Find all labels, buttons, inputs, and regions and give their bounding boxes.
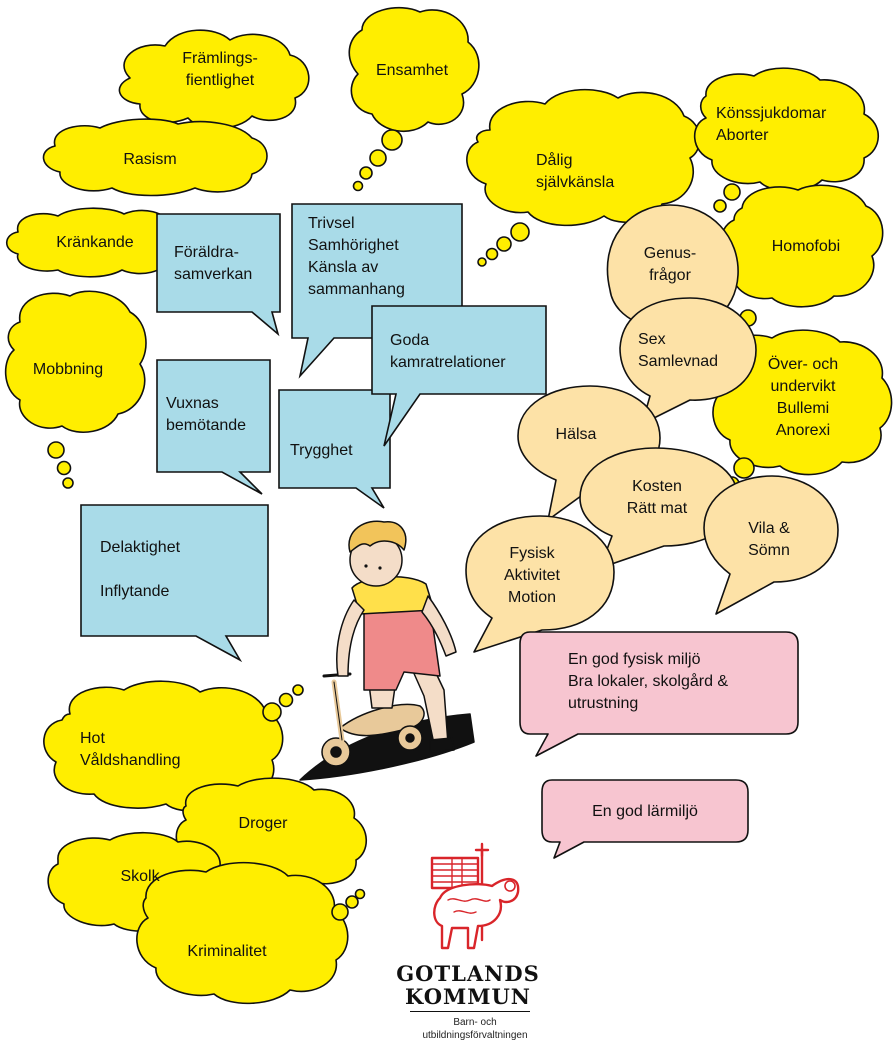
risk-mobbning: Mobbning [32, 361, 104, 378]
child-on-scooter-illustration [299, 520, 475, 781]
risk-cloud-shapes [4, 6, 893, 1005]
school-goda-kamratrelationer: Goda kamratrelationer [390, 332, 506, 371]
health-vila: Vila & Sömn [748, 520, 790, 559]
box-fysisk-miljo [519, 631, 799, 757]
risk-hot: Hot Våldshandling [80, 730, 181, 769]
box-delaktighet [80, 504, 269, 663]
cloud-kriminalitet [136, 861, 349, 1005]
cloud-rasism [42, 118, 268, 197]
health-fysisk: Fysisk Aktivitet Motion [503, 545, 560, 606]
health-sex-samlevnad: Sex Samlevnad [638, 331, 719, 370]
risk-homofobi: Homofobi [771, 238, 841, 255]
environment-box-shapes [519, 631, 799, 859]
bubble-sex-samlevnad [619, 297, 757, 425]
cloud-mobbning [4, 290, 147, 434]
risk-dalig-sjalvkansla: Dålig självkänsla [536, 152, 615, 191]
cloud-konssjukdomar [693, 67, 879, 192]
box-trygghet [278, 389, 391, 509]
risk-skolk: Skolk [120, 868, 160, 885]
bubble-fysisk [465, 515, 615, 653]
health-halsa: Hälsa [555, 426, 597, 443]
risk-kriminalitet: Kriminalitet [187, 943, 267, 960]
school-box-shapes [80, 203, 547, 663]
box-larmiljo [541, 779, 749, 859]
health-genusfragor: Genus- frågor [643, 245, 697, 284]
school-foraldrasamverkan: Föräldra- samverkan [174, 244, 253, 283]
risk-droger: Droger [238, 815, 288, 832]
environment-fysisk-miljo: En god fysisk miljö Bra lokaler, skolgår… [568, 651, 729, 712]
logo-subtitle: Barn- och utbildningsförvaltningen [422, 1017, 528, 1041]
cloud-dalig-sjalvkansla [466, 88, 701, 227]
box-foraldrasamverkan [156, 213, 281, 337]
school-trivsel: Trivsel Samhörighet Känsla av sammanhang [308, 215, 405, 298]
risk-framlingsfientlighet: Främlings- fientlighet [182, 50, 258, 89]
risk-krankande: Kränkande [56, 234, 134, 251]
bubble-vila [703, 475, 839, 615]
box-vuxnas [156, 359, 271, 495]
school-vuxnas-bemotande: Vuxnas bemötande [166, 395, 247, 434]
box-goda [371, 305, 547, 447]
logo-title: GOTLANDS KOMMUN [396, 961, 540, 1009]
cloud-over-undervikt [712, 329, 893, 476]
school-delaktighet: Delaktighet Inflytande [100, 539, 181, 600]
cloud-ensamhet [348, 6, 480, 132]
gotlands-kommun-logo-emblem [430, 842, 520, 950]
school-trygghet: Trygghet [290, 442, 353, 459]
logo-divider [410, 1011, 530, 1012]
environment-larmiljo: En god lärmiljö [592, 803, 698, 820]
health-kosten: Kosten Rätt mat [626, 478, 688, 517]
risk-konssjukdomar: Könssjukdomar Aborter [716, 105, 827, 144]
risk-over-undervikt: Över- och undervikt Bullemi Anorexi [767, 356, 839, 439]
risk-rasism: Rasism [123, 151, 177, 168]
health-bubble-shapes [465, 204, 839, 653]
risk-ensamhet: Ensamhet [375, 62, 449, 79]
bubble-halsa [517, 385, 661, 521]
